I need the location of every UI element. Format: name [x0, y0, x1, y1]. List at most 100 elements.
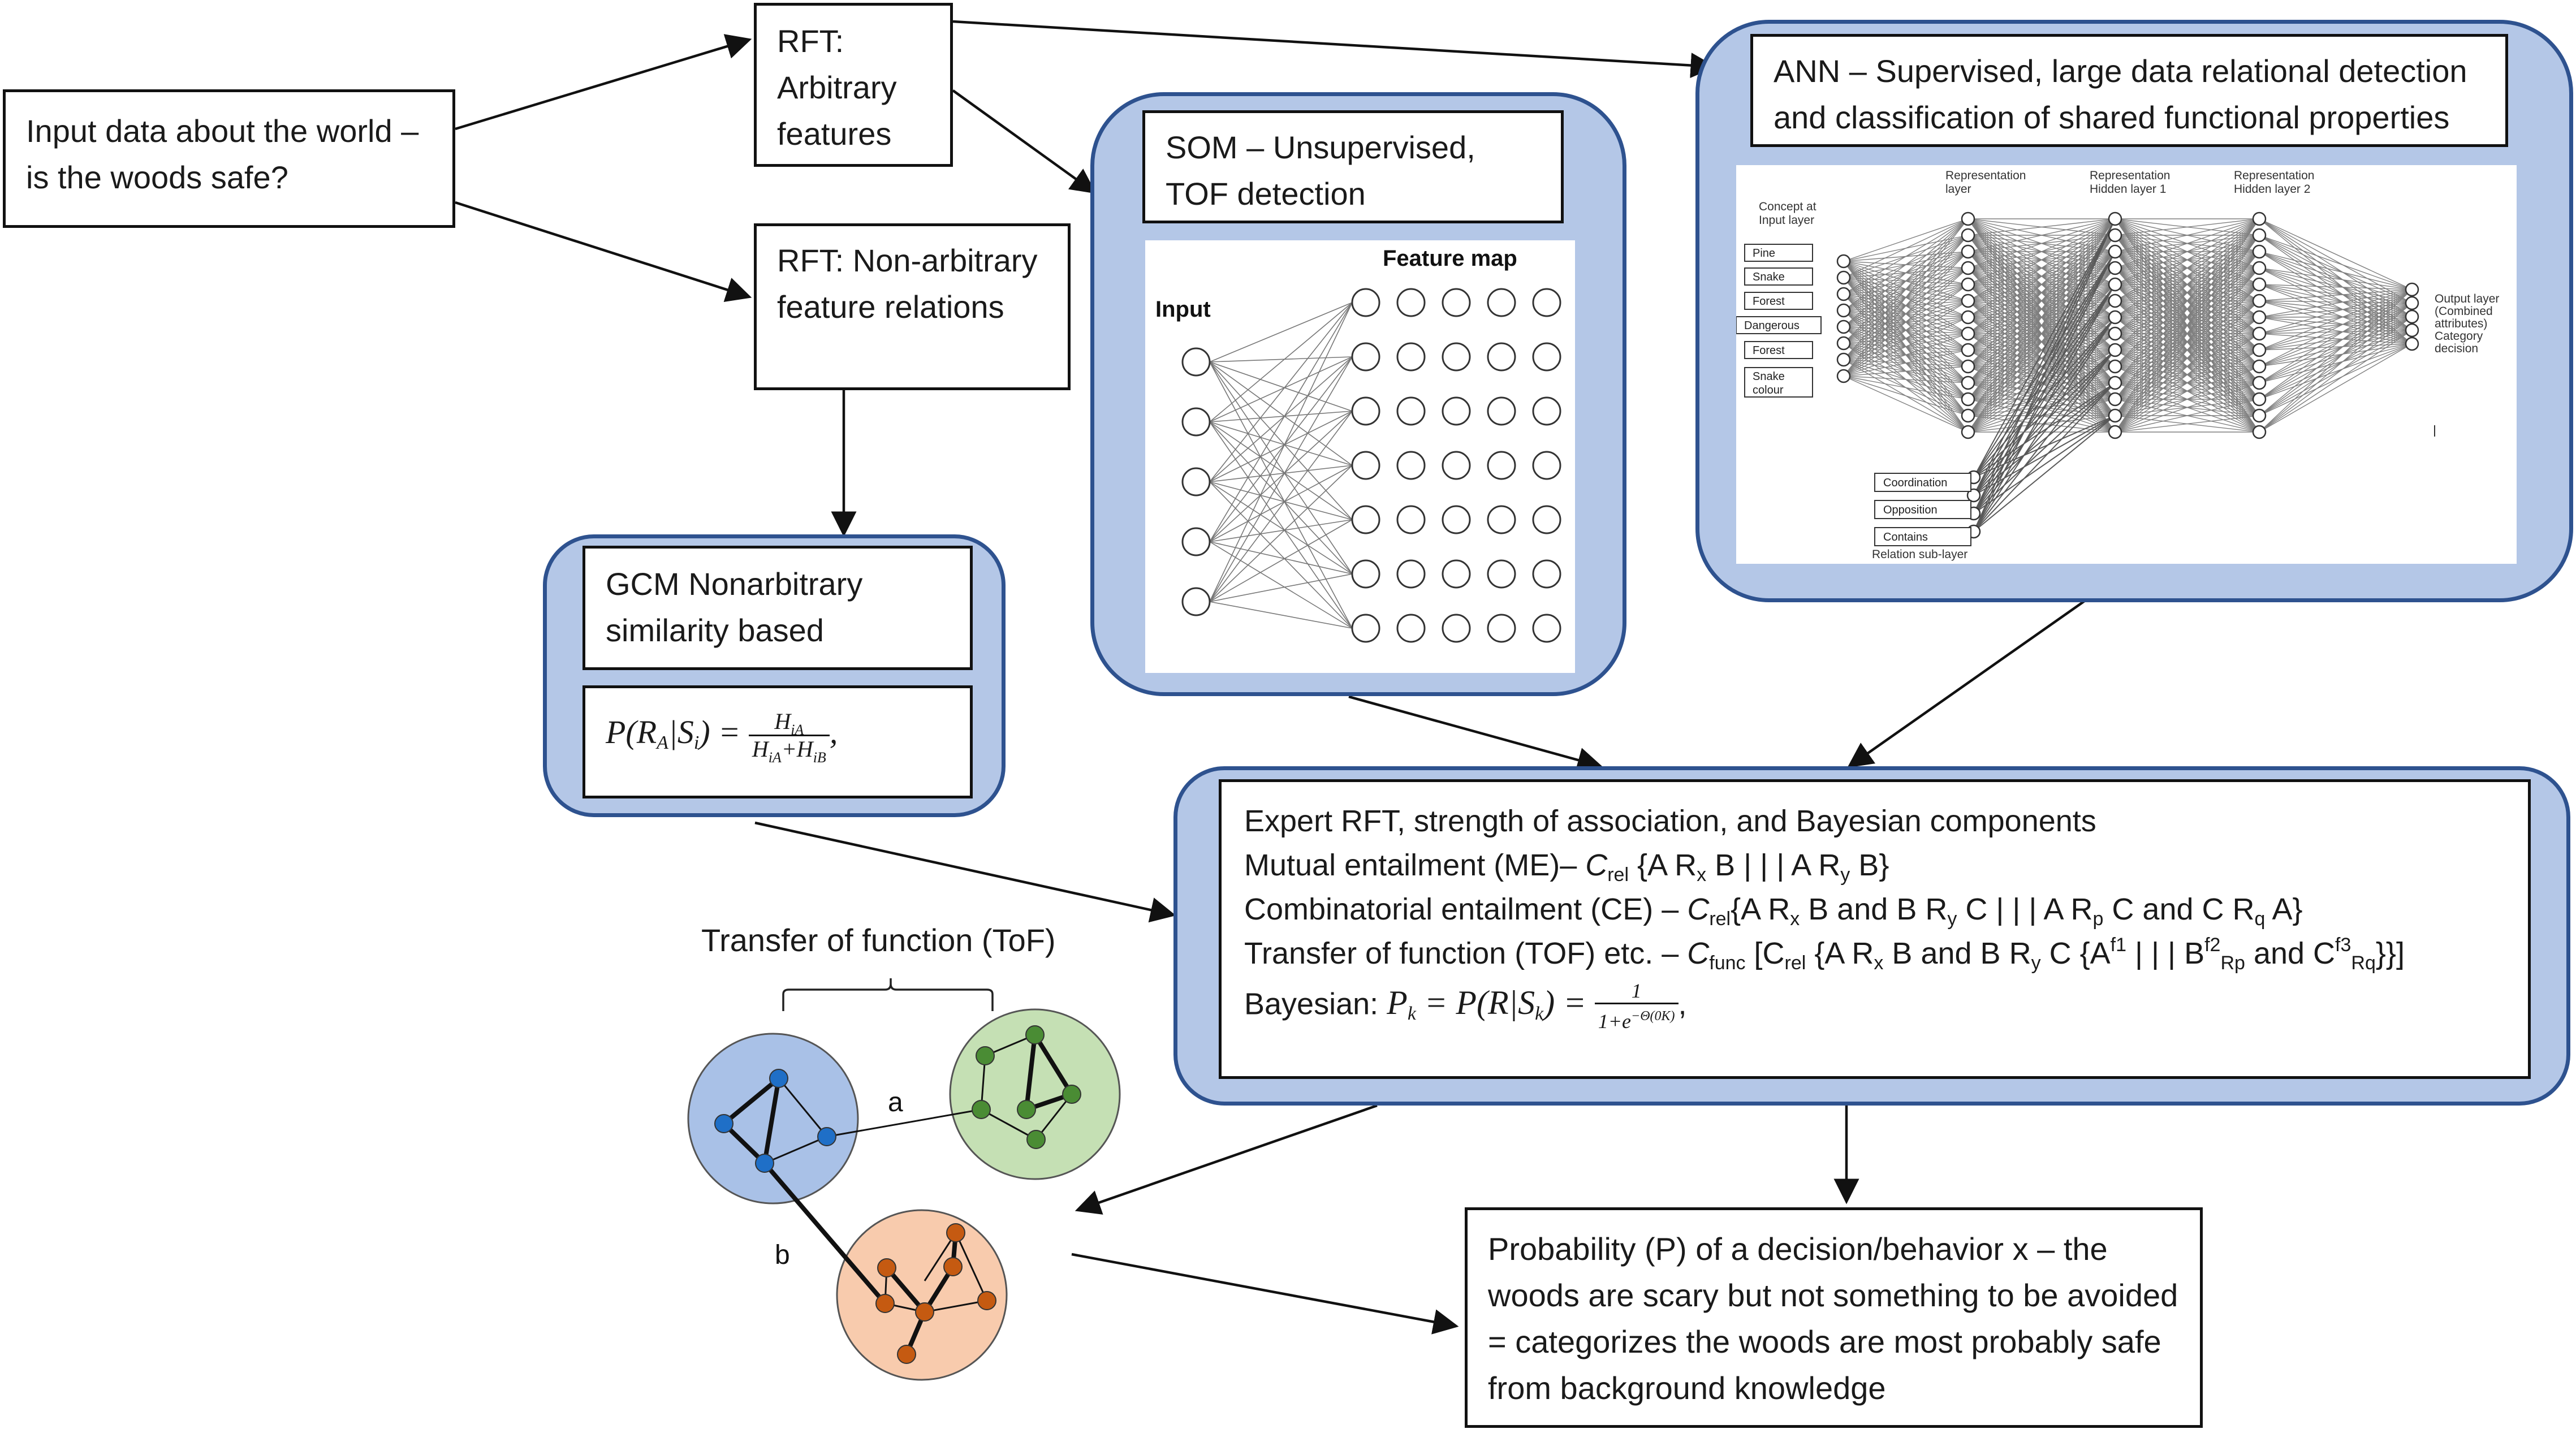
ann-connection [1843, 218, 1969, 295]
ann-relation-connection [1973, 251, 2116, 532]
ann-connection [1967, 366, 2116, 433]
ann-connection [1967, 251, 2116, 433]
ann-output-5: decision [2435, 342, 2478, 355]
ann-connection [2259, 343, 2413, 383]
ann-connection [2259, 289, 2413, 318]
ann-node [2108, 244, 2122, 259]
ann-node [2405, 282, 2419, 297]
ann-connection [1843, 218, 1969, 344]
ann-node [2252, 293, 2267, 308]
som-map-node [1396, 614, 1426, 643]
som-connection [1209, 541, 1353, 629]
ann-node [1966, 488, 1981, 503]
som-connection [1209, 356, 1353, 602]
ann-relation-connection [1973, 349, 2116, 496]
ann-connection [2259, 316, 2413, 400]
som-map-node [1442, 451, 1471, 480]
ann-relation-connection [1973, 415, 2116, 532]
tof-green-node [1026, 1130, 1046, 1149]
ann-connection [1843, 300, 1969, 377]
ann-relation-connection [1973, 317, 2116, 532]
ann-input-box [1744, 367, 1813, 398]
ann-node [1961, 326, 1975, 341]
ann-relation-label: Relation sub-layer [1872, 548, 1967, 561]
ann-node [2405, 309, 2419, 324]
ann-node [1961, 211, 1975, 226]
ann-connection [1967, 382, 2116, 433]
som-connection [1209, 302, 1353, 362]
ann-connection [2259, 330, 2413, 416]
ann-connection [2115, 251, 2260, 433]
som-connection [1209, 411, 1353, 602]
som-connection [1209, 411, 1353, 422]
som-map-node [1487, 288, 1516, 317]
ann-node [1961, 375, 1975, 390]
ann-connection [1843, 375, 1969, 400]
ann-node [2252, 261, 2267, 275]
ann-connection [2259, 303, 2413, 416]
bayesian-fraction: 1 1+e−Θ(0K) [1594, 979, 1679, 1033]
expert-title: Expert RFT, strength of association, and… [1244, 804, 2096, 838]
rft-nonarbitrary-text: RFT: Non-arbitrary feature relations [777, 243, 1038, 325]
ann-connection [2115, 218, 2260, 269]
ann-connection [1967, 284, 2116, 433]
ann-relation-connection [1973, 218, 2116, 514]
som-map-node [1487, 614, 1516, 643]
som-connection [1209, 465, 1353, 602]
ann-node [1961, 228, 1975, 243]
ann-hidden2-2: Hidden layer 2 [2234, 183, 2310, 196]
ann-connection [2115, 382, 2260, 433]
som-map-node [1396, 342, 1426, 372]
ann-connection [2259, 218, 2413, 331]
ann-connection [1843, 267, 1969, 377]
ann-relation-connection [1973, 415, 2116, 478]
ann-connection [1967, 218, 2116, 433]
som-map-node [1396, 559, 1426, 589]
som-map-node [1532, 451, 1561, 480]
tof-orange-node [943, 1257, 963, 1276]
som-map-node [1487, 559, 1516, 589]
ann-node [1836, 287, 1851, 301]
som-connection [1209, 361, 1353, 412]
ann-connection [2115, 333, 2260, 433]
ann-connection [1967, 300, 2116, 433]
ann-input-label: Dangerous [1744, 320, 1800, 332]
ann-node [1961, 261, 1975, 275]
ann-input-box [1744, 244, 1813, 262]
ann-connection [2115, 218, 2260, 285]
ann-node [2108, 375, 2122, 390]
som-map-node [1442, 505, 1471, 534]
tof-edge-a-label: a [888, 1087, 903, 1117]
tof-brace [782, 978, 994, 1011]
gcm-title-text: GCM Nonarbitrary similarity based [606, 566, 863, 648]
ann-node [2252, 343, 2267, 357]
ann-connection [1967, 235, 2116, 433]
tof-green-node [1017, 1100, 1036, 1119]
ann-output-1: Output layer [2435, 292, 2499, 305]
som-connection [1209, 465, 1353, 482]
som-map-node [1442, 559, 1471, 589]
ann-node [2405, 296, 2419, 310]
ann-node [1961, 392, 1975, 407]
ann-connection [2259, 343, 2413, 400]
ann-node [2405, 336, 2419, 351]
ann-node [2252, 392, 2267, 407]
ann-node [2252, 310, 2267, 325]
ann-connection [2115, 366, 2260, 433]
ann-connection [1843, 218, 1969, 360]
ann-relation-connection [1973, 284, 2116, 532]
som-network-svg: Input Feature map [1155, 246, 1561, 643]
ann-hidden1-1: Representation [2090, 169, 2170, 182]
ann-connection [2259, 267, 2413, 317]
ann-output-3: attributes) [2435, 317, 2487, 330]
arrow-input-to-rft-arbitrary [455, 34, 752, 131]
ann-connection [2115, 218, 2260, 301]
som-map-node [1351, 451, 1380, 480]
ann-input-box [1736, 316, 1822, 334]
probability-text: Probability (P) of a decision/behavior x… [1488, 1231, 2178, 1406]
ann-connection [1967, 218, 2116, 367]
ann-node [1961, 293, 1975, 308]
ann-relation-connection [1973, 251, 2116, 514]
ann-connection [2115, 218, 2260, 334]
